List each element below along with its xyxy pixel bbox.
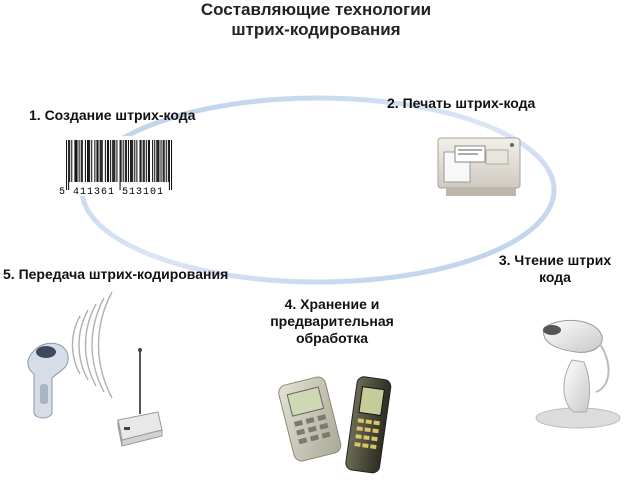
barcode-bar bbox=[89, 140, 90, 182]
barcode-bar bbox=[169, 140, 170, 190]
barcode-bar bbox=[121, 140, 122, 182]
barcode-bar bbox=[105, 140, 106, 182]
barcode-bar bbox=[114, 140, 115, 182]
step-2-label: 2. Печать штрих-кода bbox=[387, 95, 535, 112]
barcode-bar bbox=[146, 140, 147, 182]
barcode-bar bbox=[101, 140, 102, 182]
barcode-bar bbox=[100, 140, 101, 182]
barcode-bar bbox=[131, 140, 132, 182]
barcode-bar bbox=[110, 140, 111, 182]
barcode-bar bbox=[136, 140, 137, 182]
wireless-scanner-icon bbox=[28, 343, 68, 418]
barcode-bar bbox=[94, 140, 95, 182]
barcode-bar bbox=[75, 140, 76, 182]
barcode-bar bbox=[154, 140, 155, 182]
barcode-bar bbox=[140, 140, 141, 182]
barcode-bar bbox=[125, 140, 126, 182]
barcode-bar bbox=[157, 140, 158, 182]
barcode-bar bbox=[69, 140, 70, 182]
barcode-bar bbox=[161, 140, 162, 182]
barcode-bar bbox=[130, 140, 131, 182]
step-4-label-line-2: предварительная bbox=[252, 313, 412, 330]
step-5-label: 5. Передача штрих-кодирования bbox=[3, 266, 228, 283]
barcode-bar bbox=[98, 140, 99, 182]
barcode-bar bbox=[91, 140, 92, 182]
barcode-bar bbox=[108, 140, 109, 182]
barcode-bar bbox=[163, 140, 164, 182]
barcode-bar bbox=[120, 140, 121, 190]
barcode-bar bbox=[66, 140, 67, 190]
base-station-icon bbox=[118, 348, 162, 446]
step-4-label-line-3: обработка bbox=[252, 330, 412, 347]
barcode-bar bbox=[112, 140, 113, 182]
barcode-bar bbox=[152, 140, 153, 182]
barcode-bar bbox=[144, 140, 145, 182]
barcode-bar bbox=[128, 140, 129, 182]
barcode-bar bbox=[87, 140, 88, 182]
barcode-scanner-icon bbox=[536, 320, 620, 428]
barcode-bar bbox=[74, 140, 75, 182]
barcode-bar bbox=[71, 140, 72, 182]
barcode-bar bbox=[156, 140, 157, 182]
step-4-label: 4. Хранение и предварительная обработка bbox=[252, 296, 412, 347]
step-1-label: 1. Создание штрих-кода bbox=[29, 107, 195, 124]
step-3-label: 3. Чтение штрих кода bbox=[480, 252, 630, 286]
barcode-bar bbox=[79, 140, 80, 182]
barcode-bar bbox=[126, 140, 127, 182]
barcode-bar bbox=[82, 140, 83, 182]
data-terminals-icon bbox=[277, 375, 392, 473]
barcode-bar bbox=[148, 140, 149, 182]
barcode-bar bbox=[107, 140, 108, 182]
step-3-label-line-1: 3. Чтение штрих bbox=[480, 252, 630, 269]
barcode-bar bbox=[158, 140, 159, 182]
barcode-bar bbox=[166, 140, 167, 182]
barcode-bar bbox=[116, 140, 117, 182]
barcode-bar bbox=[123, 140, 124, 182]
barcode-bar bbox=[113, 140, 114, 182]
barcode-bar bbox=[134, 140, 135, 182]
step-4-label-line-1: 4. Хранение и bbox=[252, 296, 412, 313]
barcode-bar bbox=[85, 140, 86, 182]
barcode-bar bbox=[88, 140, 89, 182]
barcode-bar bbox=[96, 140, 97, 182]
barcode-bar bbox=[81, 140, 82, 182]
radio-waves-icon bbox=[73, 292, 113, 398]
barcode-bar bbox=[164, 140, 165, 182]
barcode-bar bbox=[68, 140, 69, 190]
barcode-bar bbox=[171, 140, 172, 190]
printer-icon bbox=[438, 138, 520, 196]
barcode-bar bbox=[149, 140, 150, 182]
barcode-bar bbox=[102, 140, 103, 182]
step-3-label-line-2: кода bbox=[480, 269, 630, 286]
barcode-digits: 5 411361 513101 bbox=[59, 187, 164, 198]
barcode-bar bbox=[141, 140, 142, 182]
barcode-bar bbox=[143, 140, 144, 182]
barcode-bar bbox=[168, 140, 169, 182]
barcode-bar bbox=[132, 140, 133, 182]
barcode-bar bbox=[77, 140, 78, 182]
